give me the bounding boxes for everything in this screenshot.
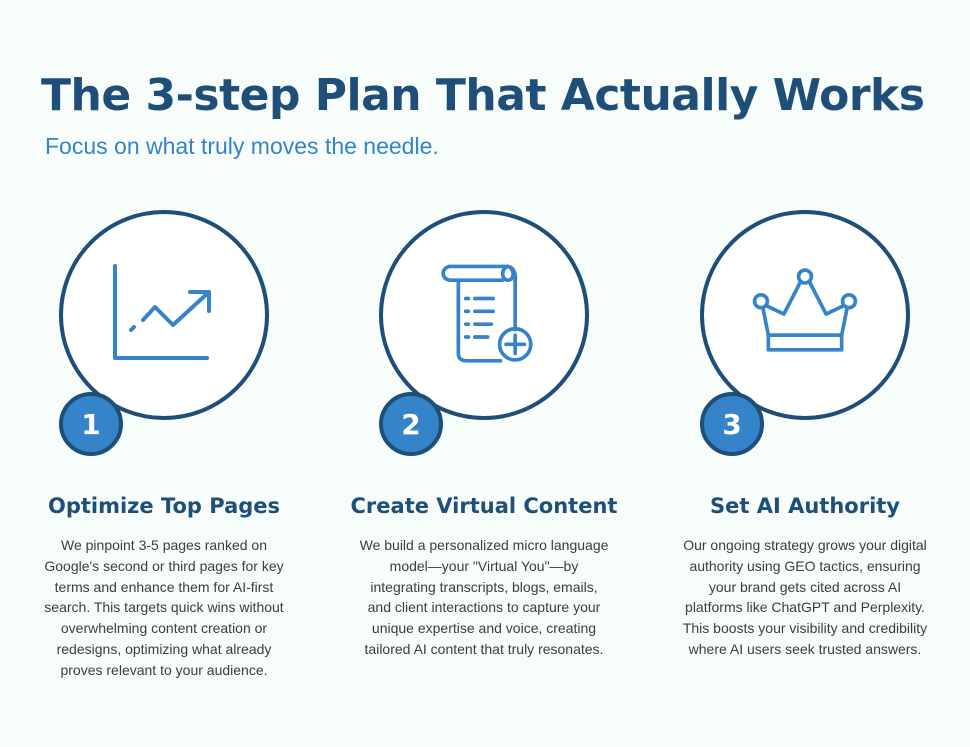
- step-card-1: 1 Optimize Top Pages We pinpoint 3-5 pag…: [4, 0, 324, 747]
- step-title: Optimize Top Pages: [47, 494, 281, 518]
- growth-chart-icon: [113, 264, 211, 360]
- step-description: Our ongoing strategy grows your digital …: [682, 537, 928, 657]
- step-number-badge: 1: [59, 392, 123, 456]
- step-number-badge: 3: [700, 392, 764, 456]
- step-icon-circle: [59, 210, 269, 420]
- page-subtitle: Focus on what truly moves the needle.: [45, 133, 439, 159]
- scroll-document-add-icon: [441, 264, 533, 363]
- step-description: We pinpoint 3-5 pages ranked on Google's…: [44, 537, 284, 678]
- step-title: Create Virtual Content: [350, 494, 618, 518]
- step-number-badge: 2: [379, 392, 443, 456]
- step-card-3: 3 Set AI Authority Our ongoing strategy …: [645, 0, 965, 747]
- step-icon-circle: [700, 210, 910, 420]
- step-description: We build a personalized micro language m…: [359, 537, 609, 657]
- step-title: Set AI Authority: [710, 494, 900, 518]
- page-title: The 3-step Plan That Actually Works: [41, 70, 925, 121]
- crown-icon: [752, 268, 858, 352]
- step-icon-circle: [379, 210, 589, 420]
- step-card-2: 2 Create Virtual Content We build a pers…: [324, 0, 644, 747]
